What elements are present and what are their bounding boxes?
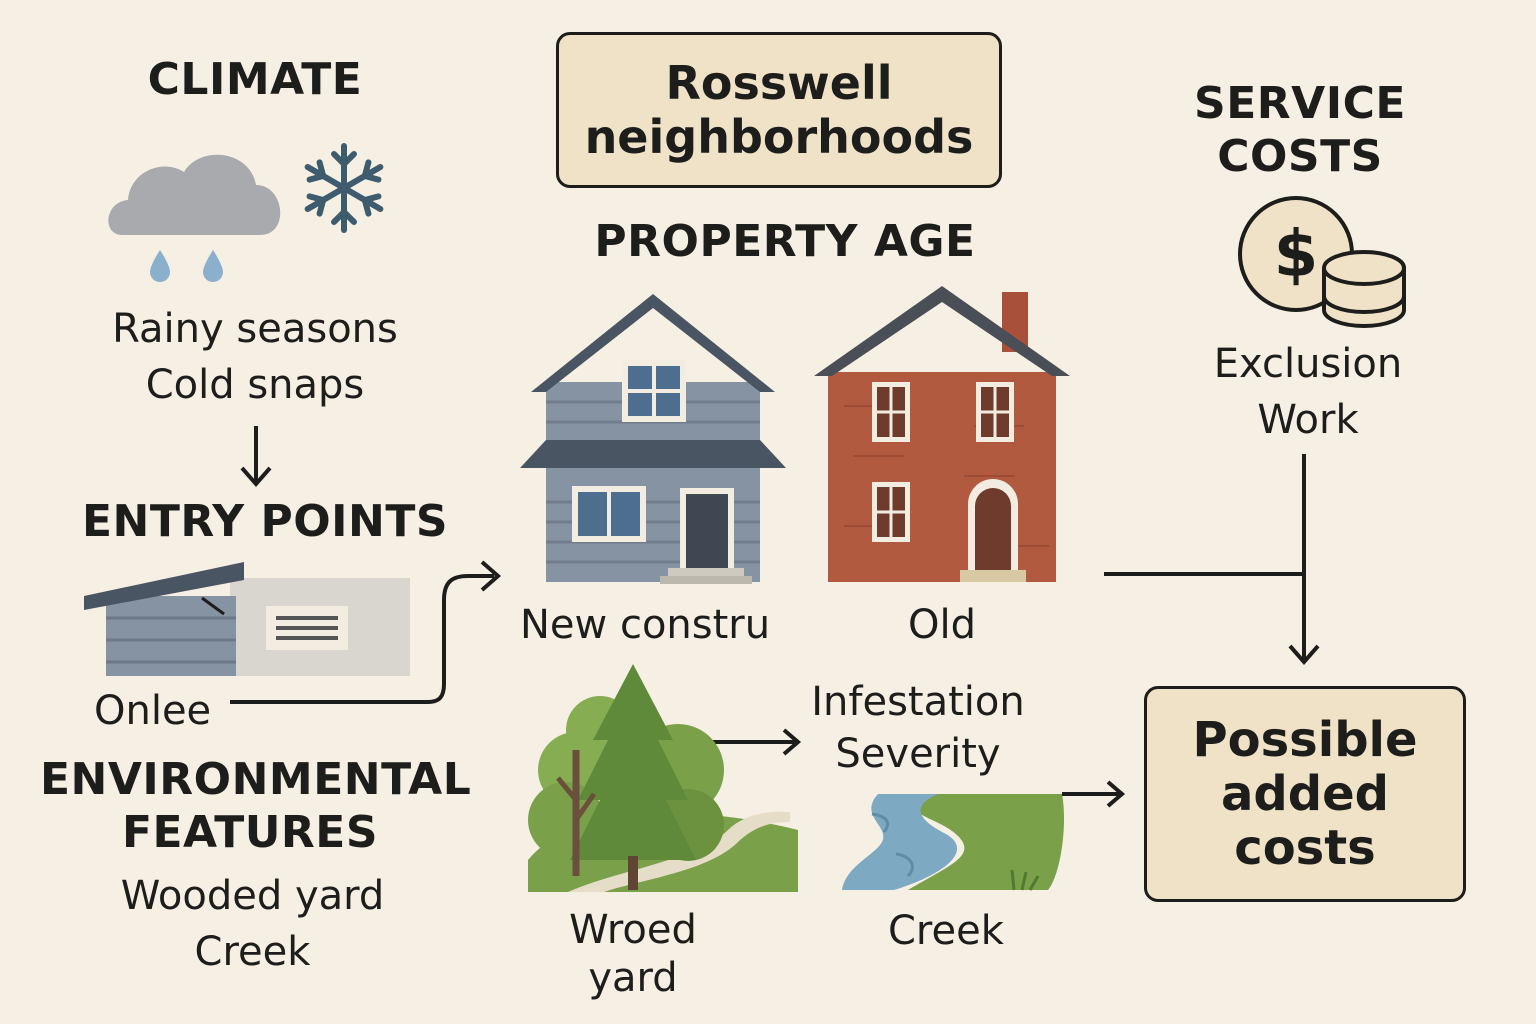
- service-costs-heading-line-2: COSTS: [1217, 130, 1383, 182]
- infestation-line-1: Infestation: [811, 679, 1025, 725]
- result-line-3: costs: [1234, 820, 1376, 877]
- infestation-severity: Infestation Severity: [800, 676, 1036, 780]
- title-line-1: Rosswell: [665, 55, 893, 110]
- wooded-line-1: Wroed: [569, 907, 697, 953]
- wooded-yard-label: Wroed yard: [548, 906, 718, 1002]
- climate-down-arrow: [240, 426, 272, 488]
- creek-icon: [842, 794, 1065, 891]
- trees-icon: [528, 664, 798, 892]
- service-costs-line-2: Work: [1257, 397, 1359, 443]
- environmental-heading-line-2: FEATURES: [121, 806, 379, 858]
- entry-points-label: Onlee: [94, 688, 212, 734]
- old-brick-house-icon: [814, 286, 1070, 582]
- entry-to-property-arrow: [230, 560, 502, 704]
- new-house-icon: [520, 294, 786, 584]
- entry-points-heading: ENTRY POINTS: [81, 496, 449, 547]
- environmental-heading-line-1: ENVIRONMENTAL: [40, 754, 472, 805]
- climate-details: Rainy seasons Cold snaps: [80, 301, 430, 413]
- property-age-heading: PROPERTY AGE: [594, 216, 976, 267]
- new-construction-label: New constru: [520, 602, 771, 648]
- climate-line-1: Rainy seasons: [112, 306, 398, 352]
- service-costs-line-1: Exclusion: [1213, 341, 1403, 387]
- creek-label: Creek: [888, 908, 1004, 954]
- title-line-2: neighborhoods: [584, 110, 974, 164]
- rain-cloud-icon: [108, 154, 281, 282]
- dollar-symbol: $: [1274, 218, 1319, 292]
- garage-icon: [84, 562, 410, 676]
- result-box: Possible added costs: [1144, 686, 1466, 902]
- result-line-2: added: [1220, 765, 1390, 822]
- title-box: Rosswell neighborhoods: [556, 32, 1002, 188]
- old-house-label: Old: [908, 602, 976, 648]
- service-costs-details: Exclusion Work: [1170, 336, 1446, 448]
- environmental-details: Wooded yard Creek: [80, 868, 425, 980]
- climate-heading: CLIMATE: [147, 54, 363, 105]
- service-costs-heading-line-1: SERVICE: [1194, 78, 1406, 129]
- costs-connector-arrows: [1104, 454, 1320, 666]
- coin-stack-icon: $: [1238, 196, 1406, 328]
- wooded-line-2: yard: [588, 955, 678, 1001]
- snowflake-icon: [304, 143, 384, 233]
- infestation-line-2: Severity: [835, 731, 1001, 777]
- environmental-line-1: Wooded yard: [120, 873, 385, 919]
- environmental-line-2: Creek: [194, 929, 311, 975]
- climate-line-2: Cold snaps: [145, 362, 365, 408]
- environmental-heading: ENVIRONMENTAL FEATURES: [40, 754, 472, 860]
- creek-to-result-arrow: [1062, 780, 1126, 808]
- trees-to-infestation-arrow: [706, 728, 802, 756]
- result-line-1: Possible: [1192, 711, 1418, 768]
- service-costs-heading: SERVICE COSTS: [1150, 78, 1450, 184]
